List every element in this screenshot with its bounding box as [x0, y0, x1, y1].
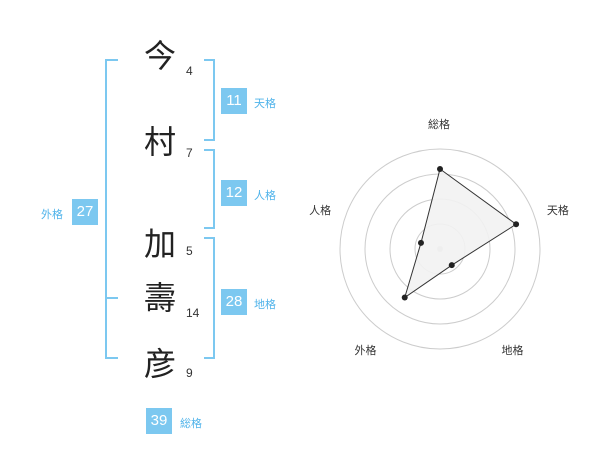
- gaikaku-label: 外格: [41, 208, 63, 221]
- stroke-count-2: 7: [186, 146, 193, 160]
- radar-point-1: [437, 166, 443, 172]
- name-char-4: 壽: [143, 279, 176, 317]
- tenkaku-badge: 11: [221, 88, 247, 114]
- radar-polygon: [403, 168, 517, 299]
- radar-point-3: [448, 262, 455, 269]
- gaikaku-badge: 27: [72, 199, 98, 225]
- stroke-count-1: 4: [186, 64, 193, 78]
- name-char-5: 彦: [143, 345, 176, 383]
- radar-point-5: [417, 239, 424, 246]
- radar-axis-label-1: 総格: [428, 118, 450, 131]
- name-char-2: 村: [143, 123, 176, 161]
- radar-axis-label-5: 人格: [309, 204, 332, 218]
- radar-point-4: [401, 294, 408, 301]
- radar-axis-label-4: 外格: [354, 344, 377, 358]
- jinkaku-bracket: [204, 149, 215, 229]
- name-char-1: 今: [143, 37, 176, 75]
- name-char-3: 加: [143, 225, 176, 263]
- stroke-count-3: 5: [186, 244, 193, 258]
- chikaku-bracket: [204, 237, 215, 359]
- radar-axis-label-2: 天格: [546, 204, 569, 218]
- chikaku-badge: 28: [221, 289, 247, 315]
- outer-bracket: [105, 59, 118, 359]
- soukaku-badge: 39: [146, 408, 172, 434]
- jinkaku-label: 人格: [254, 189, 276, 202]
- soukaku-label: 総格: [180, 417, 202, 430]
- tenkaku-label: 天格: [254, 97, 276, 110]
- chikaku-label: 地格: [254, 298, 276, 311]
- jinkaku-badge: 12: [221, 180, 247, 206]
- stroke-count-4: 14: [186, 306, 200, 320]
- stroke-count-5: 9: [186, 366, 193, 380]
- radar-point-2: [513, 221, 520, 228]
- tenkaku-bracket: [204, 59, 215, 141]
- radar-ring: [339, 148, 541, 350]
- radar-axis-label-3: 地格: [501, 344, 524, 358]
